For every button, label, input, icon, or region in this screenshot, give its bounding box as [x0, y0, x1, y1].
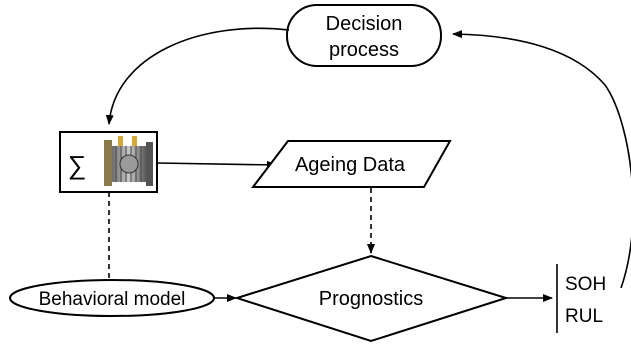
behavioral-model-node: Behavioral model [9, 279, 215, 317]
arrow-system-to-ageing [156, 160, 277, 169]
sum-symbol: ∑ [68, 150, 87, 180]
decision-process-label-line1: Decision [326, 13, 403, 35]
behavioral-model-label: Behavioral model [39, 289, 186, 310]
rul-label: RUL [565, 306, 603, 327]
prognostics-label: Prognostics [319, 288, 424, 310]
arrow-decision-to-system [105, 27, 290, 125]
ageing-data-label: Ageing Data [295, 154, 406, 176]
decision-process-node: Decision process [286, 4, 442, 67]
prognostics-node: Prognostics [233, 254, 510, 343]
system-box: ∑ [59, 131, 158, 193]
decision-process-label-line2: process [329, 39, 399, 61]
fuel-cell-stack-icon [104, 136, 153, 186]
outputs-node: SOH RUL [556, 264, 606, 333]
ageing-data-node: Ageing Data [250, 140, 452, 188]
feedback-arrow-to-decision [452, 30, 631, 289]
soh-label: SOH [565, 274, 606, 295]
